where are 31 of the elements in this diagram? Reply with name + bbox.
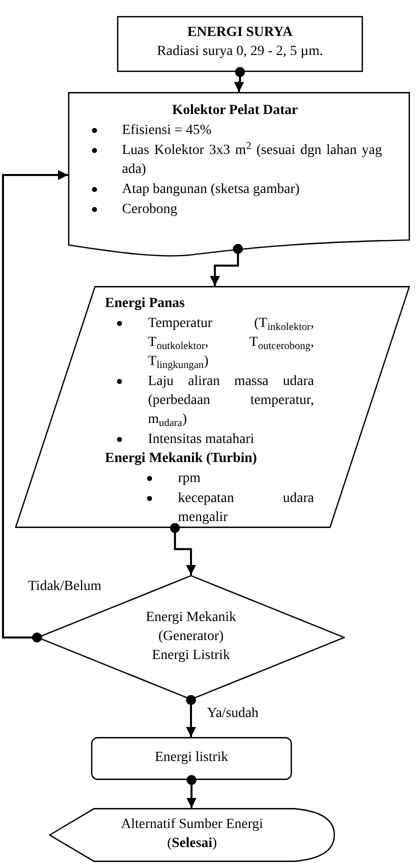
bullet-text: Intensitas matahari xyxy=(148,431,254,449)
bullet-text: rpm xyxy=(178,470,201,488)
bullet-text: Luas Kolektor 3x3 m$^{2}$ (sesuai dgn lahan yag ada) xyxy=(122,141,382,179)
node-text: (Generator) xyxy=(157,628,225,646)
node-text: Energi listrik xyxy=(154,749,230,767)
bullet-text: Cerobong xyxy=(122,201,178,219)
node-text: Energi Mekanik xyxy=(144,609,238,627)
display-shape xyxy=(49,808,335,862)
bullet-text: Temperatur (T$_{inkolektor}$, T$_{outkolektor}$, T$_{outcerobong}$, T$_{lingkungan}$) xyxy=(148,315,314,371)
node-text: Alternatif Sumber Energi xyxy=(120,816,264,834)
connector-arrow xyxy=(170,523,196,575)
data-parallelogram xyxy=(15,286,410,528)
rounded-process-box xyxy=(91,737,292,780)
connector-arrow xyxy=(210,244,243,286)
connector-arrow xyxy=(186,695,196,737)
node-text: (Selesai) xyxy=(166,835,218,853)
node-text: Energi Listrik xyxy=(151,647,231,665)
heading-text: Energi Mekanik (Turbin) xyxy=(105,450,258,468)
connector-arrow xyxy=(2,170,68,642)
connector-arrow xyxy=(186,775,196,808)
bullet-text: kecepatan udara mengalir xyxy=(178,490,314,527)
heading-text: ENERGI SURYA xyxy=(186,24,294,42)
heading-text: Kolektor Pelat Datar xyxy=(171,102,299,120)
node-text: Radiasi surya 0, 29 - 2, 5 µm. xyxy=(156,43,324,61)
heading-text: Energi Panas xyxy=(105,295,186,313)
document-shape xyxy=(68,92,410,258)
connector-arrow xyxy=(234,67,245,92)
bullet-text: Laju aliran massa udara (perbedaan temperatur, m$_{udara}$) xyxy=(148,373,314,429)
bullet-text: Efisiensi = 45% xyxy=(122,122,212,140)
bullet-text: Atap bangunan (sketsa gambar) xyxy=(122,181,300,199)
process-box xyxy=(117,16,363,72)
